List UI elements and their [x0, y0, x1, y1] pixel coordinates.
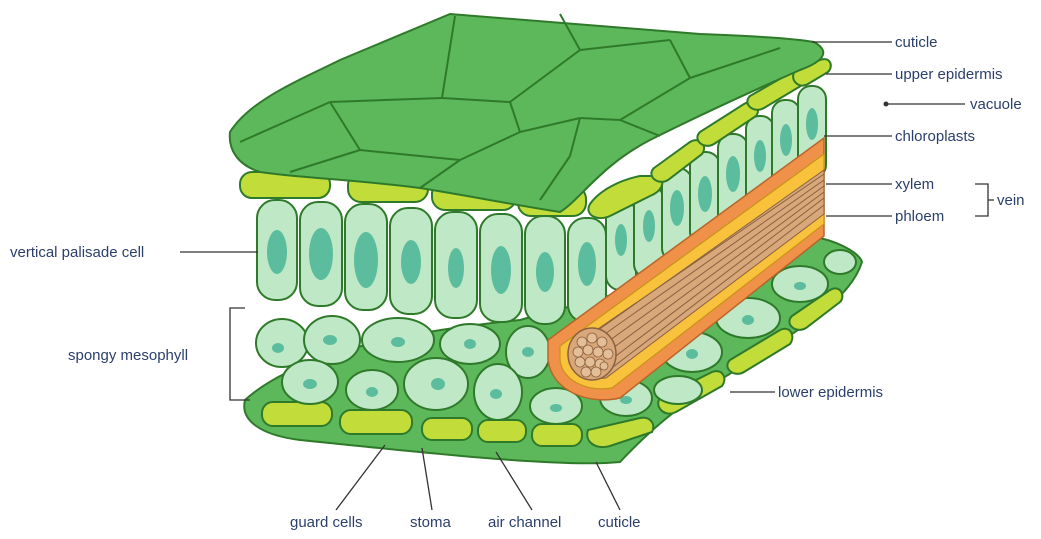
palisade-cells-front — [257, 200, 606, 324]
label-chloroplasts: chloroplasts — [895, 128, 975, 145]
label-xylem: xylem — [895, 176, 934, 193]
label-lower-epidermis: lower epidermis — [778, 384, 883, 401]
label-cuticle-top: cuticle — [895, 34, 938, 51]
label-stoma: stoma — [410, 514, 452, 531]
label-air-channel: air channel — [488, 514, 561, 531]
label-vertical-palisade-cell: vertical palisade cell — [10, 244, 144, 261]
label-phloem: phloem — [895, 208, 944, 225]
label-vacuole: vacuole — [970, 96, 1022, 113]
label-upper-epidermis: upper epidermis — [895, 66, 1003, 83]
label-guard-cells: guard cells — [290, 514, 363, 531]
label-vein: vein — [997, 192, 1025, 209]
label-cuticle-bottom: cuticle — [598, 514, 641, 531]
label-spongy-mesophyll: spongy mesophyll — [68, 347, 188, 364]
